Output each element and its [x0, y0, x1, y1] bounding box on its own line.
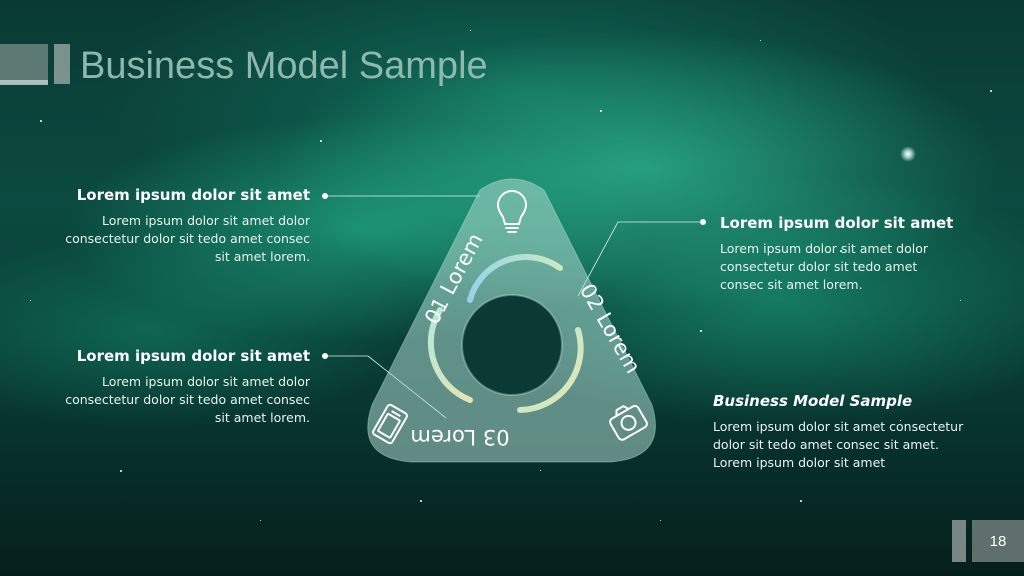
- text-block-bottom-right: Business Model Sample Lorem ipsum dolor …: [713, 392, 973, 472]
- star: [990, 90, 992, 92]
- star: [540, 470, 541, 471]
- header-accent-bar: [54, 44, 70, 84]
- connector-dot-3: [700, 219, 706, 225]
- block-heading: Lorem ipsum dolor sit amet: [720, 214, 954, 232]
- connector-line-3: [577, 221, 703, 297]
- text-block-top-right: Lorem ipsum dolor sit amet Lorem ipsum d…: [720, 214, 960, 294]
- connector-dot-1: [322, 193, 328, 199]
- star: [260, 520, 261, 521]
- page-number-accent: [952, 520, 966, 562]
- text-block-bottom-left: Lorem ipsum dolor sit amet Lorem ipsum d…: [60, 347, 310, 427]
- block-body: Lorem ipsum dolor sit amet dolor consect…: [65, 213, 310, 264]
- star: [120, 470, 122, 472]
- star: [40, 120, 42, 122]
- star: [420, 500, 422, 502]
- block-body: Lorem ipsum dolor sit amet consectetur d…: [713, 419, 964, 470]
- lightbulb-icon: [496, 190, 528, 233]
- block-heading: Business Model Sample: [713, 392, 913, 410]
- star: [960, 300, 961, 301]
- segment-label-3: 03 Lorem: [410, 425, 509, 449]
- star: [600, 110, 602, 112]
- text-block-top-left: Lorem ipsum dolor sit amet Lorem ipsum d…: [60, 186, 310, 266]
- page-number: 18: [972, 520, 1024, 562]
- star: [660, 520, 661, 521]
- star: [900, 420, 901, 421]
- swirl-arc-1: [467, 254, 563, 303]
- block-heading: Lorem ipsum dolor sit amet: [76, 347, 310, 365]
- star: [840, 250, 842, 252]
- star: [190, 60, 191, 61]
- connector-dot-2: [322, 353, 328, 359]
- star: [800, 500, 802, 502]
- bright-star: [900, 146, 916, 162]
- header-accent-block: [0, 44, 48, 84]
- cycle-center-hole: [462, 295, 562, 395]
- star: [700, 330, 702, 332]
- tablet-icon: [372, 403, 408, 445]
- cycle-center-rim: [461, 294, 563, 396]
- block-body: Lorem ipsum dolor sit amet dolor consect…: [720, 241, 929, 292]
- block-body: Lorem ipsum dolor sit amet dolor consect…: [65, 374, 310, 425]
- camera-icon: [609, 404, 648, 441]
- star: [30, 300, 31, 301]
- star: [470, 30, 471, 31]
- header-accent-underline: [0, 80, 48, 85]
- block-heading: Lorem ipsum dolor sit amet: [76, 186, 310, 204]
- swirl-arc-3: [427, 307, 473, 403]
- star: [320, 140, 322, 142]
- swirl-arc-2: [517, 327, 584, 413]
- slide-title: Business Model Sample: [80, 45, 488, 87]
- star: [760, 40, 761, 41]
